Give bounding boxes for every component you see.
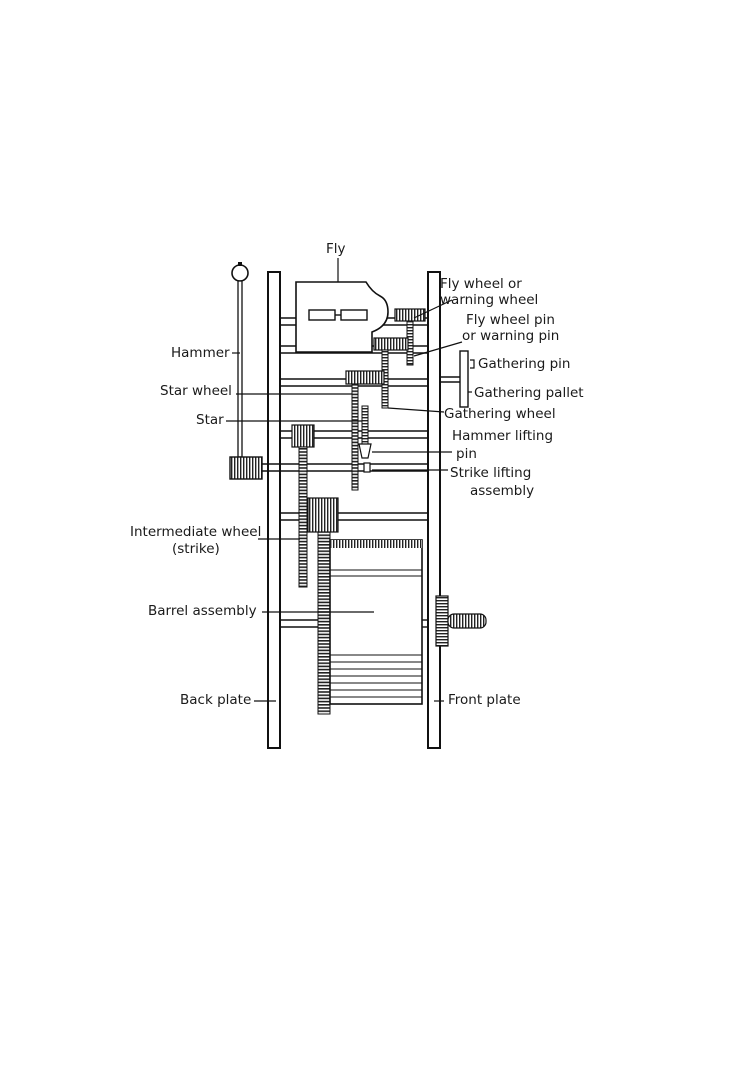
- intermediate-wheel: [291, 424, 315, 588]
- label-gathering-pin: Gathering pin: [478, 356, 571, 372]
- warning-wheel: [373, 337, 409, 409]
- label-front-plate: Front plate: [448, 692, 521, 708]
- label-fly-wheel-line1: Fly wheel or: [440, 276, 522, 292]
- label-star: Star: [196, 412, 224, 428]
- gathering-pallet: [440, 350, 469, 408]
- label-hammer-lifting-line2: pin: [456, 446, 477, 462]
- label-fly: Fly: [326, 241, 346, 257]
- star: [358, 405, 372, 459]
- barrel-wheel: [307, 497, 339, 715]
- back-plate: [267, 271, 281, 749]
- barrel: [329, 539, 428, 705]
- label-barrel-assembly: Barrel assembly: [148, 603, 257, 619]
- label-intermediate-line1: Intermediate wheel: [130, 524, 262, 540]
- label-hammer: Hammer: [171, 345, 230, 361]
- label-gathering-pallet: Gathering pallet: [474, 385, 584, 401]
- front-plate: [427, 271, 441, 749]
- label-gathering-wheel: Gathering wheel: [444, 406, 556, 422]
- leader-lines: [226, 258, 475, 702]
- label-back-plate: Back plate: [180, 692, 252, 708]
- fly-wheel: [394, 308, 426, 366]
- strike-lifting-assembly: [363, 462, 371, 473]
- label-star-wheel: Star wheel: [160, 383, 232, 399]
- label-fly-wheel-line2: warning wheel: [440, 292, 539, 308]
- fly-vane: [295, 281, 389, 353]
- label-strike-lifting-line2: assembly: [470, 483, 535, 499]
- winding-arbor: [435, 595, 487, 647]
- label-fly-wheel-pin-line1: Fly wheel pin: [466, 312, 555, 328]
- label-intermediate-line2: (strike): [172, 541, 220, 557]
- star-wheel: [345, 370, 385, 491]
- hammer: [229, 262, 263, 480]
- label-fly-wheel-pin-line2: or warning pin: [462, 328, 560, 344]
- label-hammer-lifting-line1: Hammer lifting: [452, 428, 554, 444]
- label-strike-lifting-line1: Strike lifting: [450, 465, 532, 481]
